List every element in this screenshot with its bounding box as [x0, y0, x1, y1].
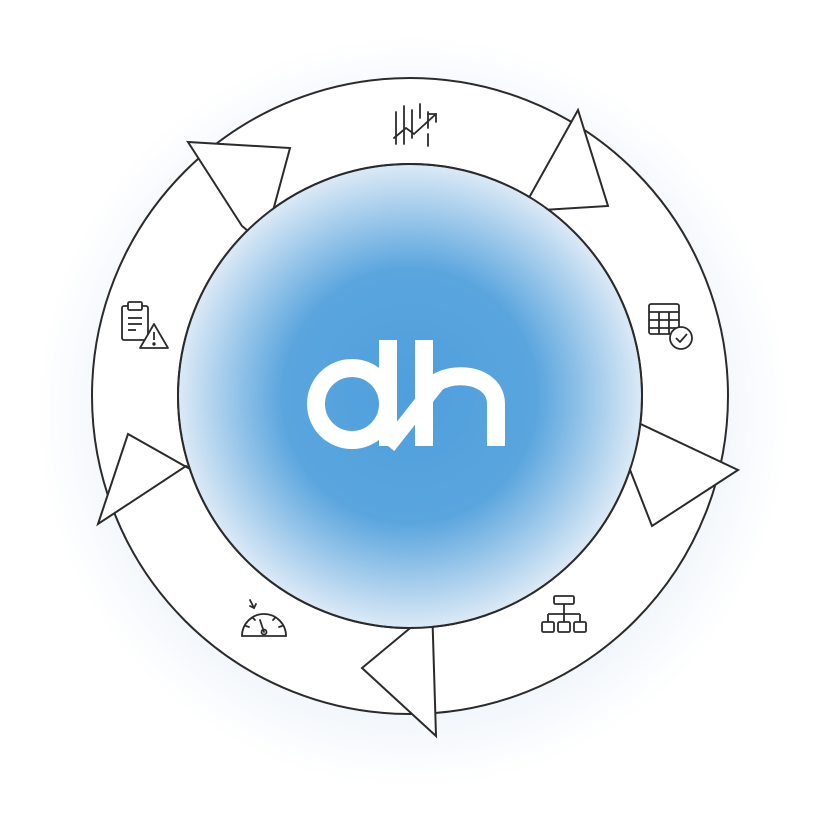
hierarchy-icon [536, 592, 592, 648]
dh-logo [307, 340, 505, 451]
table-check-icon [643, 298, 699, 354]
clipboard-warning-icon [116, 298, 172, 354]
speedometer-icon [236, 596, 292, 652]
chart-trend-icon [388, 98, 444, 154]
